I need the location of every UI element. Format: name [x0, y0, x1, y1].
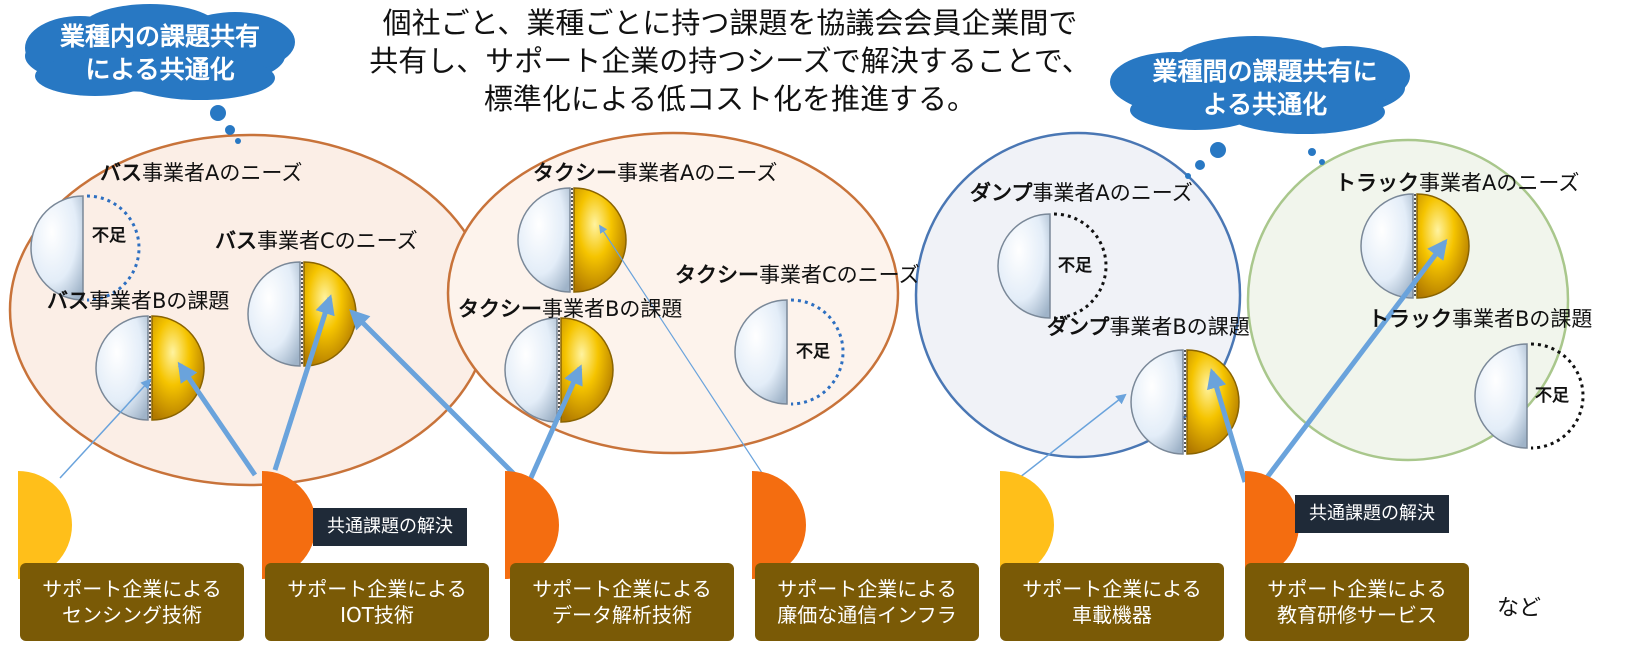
support-box-line: 教育研修サービス: [1277, 603, 1437, 627]
cloud-shape-left: [25, 4, 295, 144]
label-dump-b: ダンプ事業者Bの課題: [1047, 315, 1250, 339]
support-box-data-analysis: サポート企業による データ解析技術: [510, 563, 734, 641]
seed-onboard-device: [1000, 471, 1054, 579]
label-bus-a: バス事業者Aのニーズ: [100, 161, 303, 185]
title-line: 個社ごと、業種ごとに持つ課題を協議会会員企業間で: [382, 6, 1078, 40]
support-box-onboard-device: サポート企業による 車載機器: [1000, 563, 1224, 641]
support-box-network: サポート企業による 廉価な通信インフラ: [755, 563, 979, 641]
support-box-training: サポート企業による 教育研修サービス: [1245, 563, 1469, 641]
label-dump-a: ダンプ事業者Aのニーズ: [970, 181, 1193, 205]
cloud-line: 業種内の課題共有: [59, 22, 260, 51]
cloud-line: 業種間の課題共有に: [1152, 57, 1378, 86]
support-box-line: サポート企業による: [1267, 577, 1447, 601]
label-bus-b: バス事業者Bの課題: [47, 289, 230, 313]
diagram-title: 個社ごと、業種ごとに持つ課題を協議会会員企業間で 共有し、サポート企業の持つシー…: [330, 4, 1130, 118]
solution-arrows: [59, 224, 1448, 486]
shortage-label: 不足: [1535, 386, 1569, 406]
cloud-shape-right: [1110, 36, 1410, 179]
support-box-iot: サポート企業による IOT技術: [265, 563, 489, 641]
support-box-line: サポート企業による: [287, 577, 467, 601]
support-box-line: 車載機器: [1072, 603, 1152, 627]
cloud-label-within-industry: 業種内の課題共有 による共通化: [50, 20, 270, 86]
etc-label: など: [1497, 596, 1542, 621]
support-box-line: サポート企業による: [532, 577, 712, 601]
label-taxi-a: タクシー事業者Aのニーズ: [533, 161, 778, 185]
cloud-line: よる共通化: [1202, 90, 1328, 119]
support-box-line: サポート企業による: [777, 577, 957, 601]
support-box-line: サポート企業による: [42, 577, 222, 601]
seed-data-analysis: [505, 471, 559, 579]
support-box-line: データ解析技術: [552, 603, 692, 627]
shortage-label: 不足: [1058, 256, 1092, 276]
title-line: 共有し、サポート企業の持つシーズで解決することで、: [369, 44, 1091, 78]
support-box-line: センシング技術: [62, 603, 202, 627]
support-box-sensing: サポート企業による センシング技術: [20, 563, 244, 641]
taxi-b-issue-icon: [504, 317, 614, 423]
seed-training: [1245, 471, 1299, 579]
bus-a-needs-icon: [30, 194, 141, 302]
seed-sensing: [18, 471, 72, 579]
common-issue-solution-banner: 共通課題の解決: [1295, 495, 1449, 533]
dump-a-needs-icon: [997, 212, 1108, 320]
label-truck-a: トラック事業者Aのニーズ: [1335, 171, 1580, 195]
seed-network: [752, 471, 806, 579]
label-taxi-b: タクシー事業者Bの課題: [458, 297, 683, 321]
title-line: 標準化による低コスト化を推進する。: [483, 82, 977, 116]
taxi-a-needs-icon: [517, 187, 627, 293]
support-box-line: IOT技術: [340, 603, 414, 627]
shortage-label: 不足: [92, 226, 126, 246]
label-bus-c: バス事業者Cのニーズ: [215, 229, 418, 253]
shortage-label: 不足: [796, 342, 830, 362]
label-taxi-c: タクシー事業者Cのニーズ: [675, 263, 920, 287]
common-issue-solution-banner: 共通課題の解決: [313, 508, 467, 546]
cloud-line: による共通化: [85, 55, 235, 84]
label-truck-b: トラック事業者Bの課題: [1368, 307, 1593, 331]
taxi-c-needs-icon: [734, 298, 845, 406]
support-box-line: サポート企業による: [1022, 577, 1202, 601]
cloud-label-across-industry: 業種間の課題共有に よる共通化: [1150, 55, 1380, 121]
truck-b-issue-icon: [1474, 342, 1585, 450]
seed-iot: [262, 471, 316, 579]
support-box-line: 廉価な通信インフラ: [777, 603, 957, 627]
